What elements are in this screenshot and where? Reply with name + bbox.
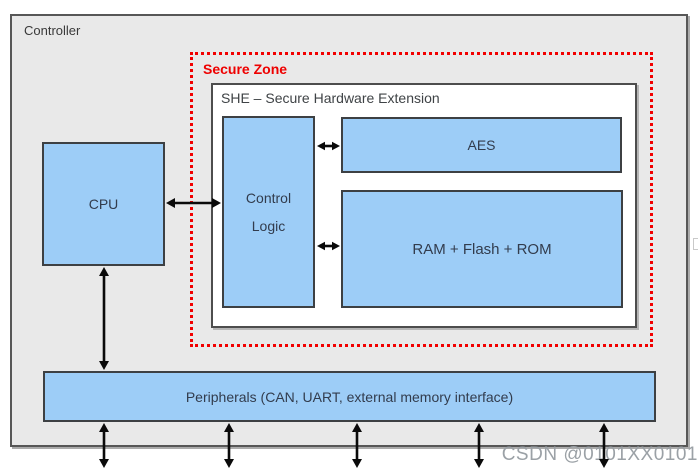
aes-block: AES bbox=[341, 117, 622, 173]
controller-label: Controller bbox=[24, 23, 81, 38]
aes-label: AES bbox=[467, 137, 496, 153]
cpu-block: CPU bbox=[42, 142, 165, 266]
cpu-label: CPU bbox=[88, 196, 119, 212]
ram-flash-rom-block: RAM + Flash + ROM bbox=[341, 190, 623, 308]
ram-flash-rom-label: RAM + Flash + ROM bbox=[412, 240, 552, 258]
she-box: SHE – Secure Hardware Extension Control … bbox=[211, 83, 637, 328]
controller-box: Controller CPU Secure Zone SHE – Secure … bbox=[10, 14, 688, 447]
she-title: SHE – Secure Hardware Extension bbox=[221, 90, 440, 106]
bracket-artifact bbox=[693, 238, 698, 250]
peripherals-block: Peripherals (CAN, UART, external memory … bbox=[43, 371, 656, 422]
watermark: CSDN @0101XX0101 bbox=[501, 444, 698, 465]
control-logic-block: Control Logic bbox=[222, 116, 315, 308]
control-logic-label-line1: Control bbox=[245, 190, 292, 206]
secure-zone-boundary: Secure Zone SHE – Secure Hardware Extens… bbox=[190, 52, 653, 347]
peripherals-label: Peripherals (CAN, UART, external memory … bbox=[185, 388, 514, 405]
control-logic-label-line2: Logic bbox=[251, 218, 286, 234]
secure-zone-label: Secure Zone bbox=[203, 61, 288, 77]
